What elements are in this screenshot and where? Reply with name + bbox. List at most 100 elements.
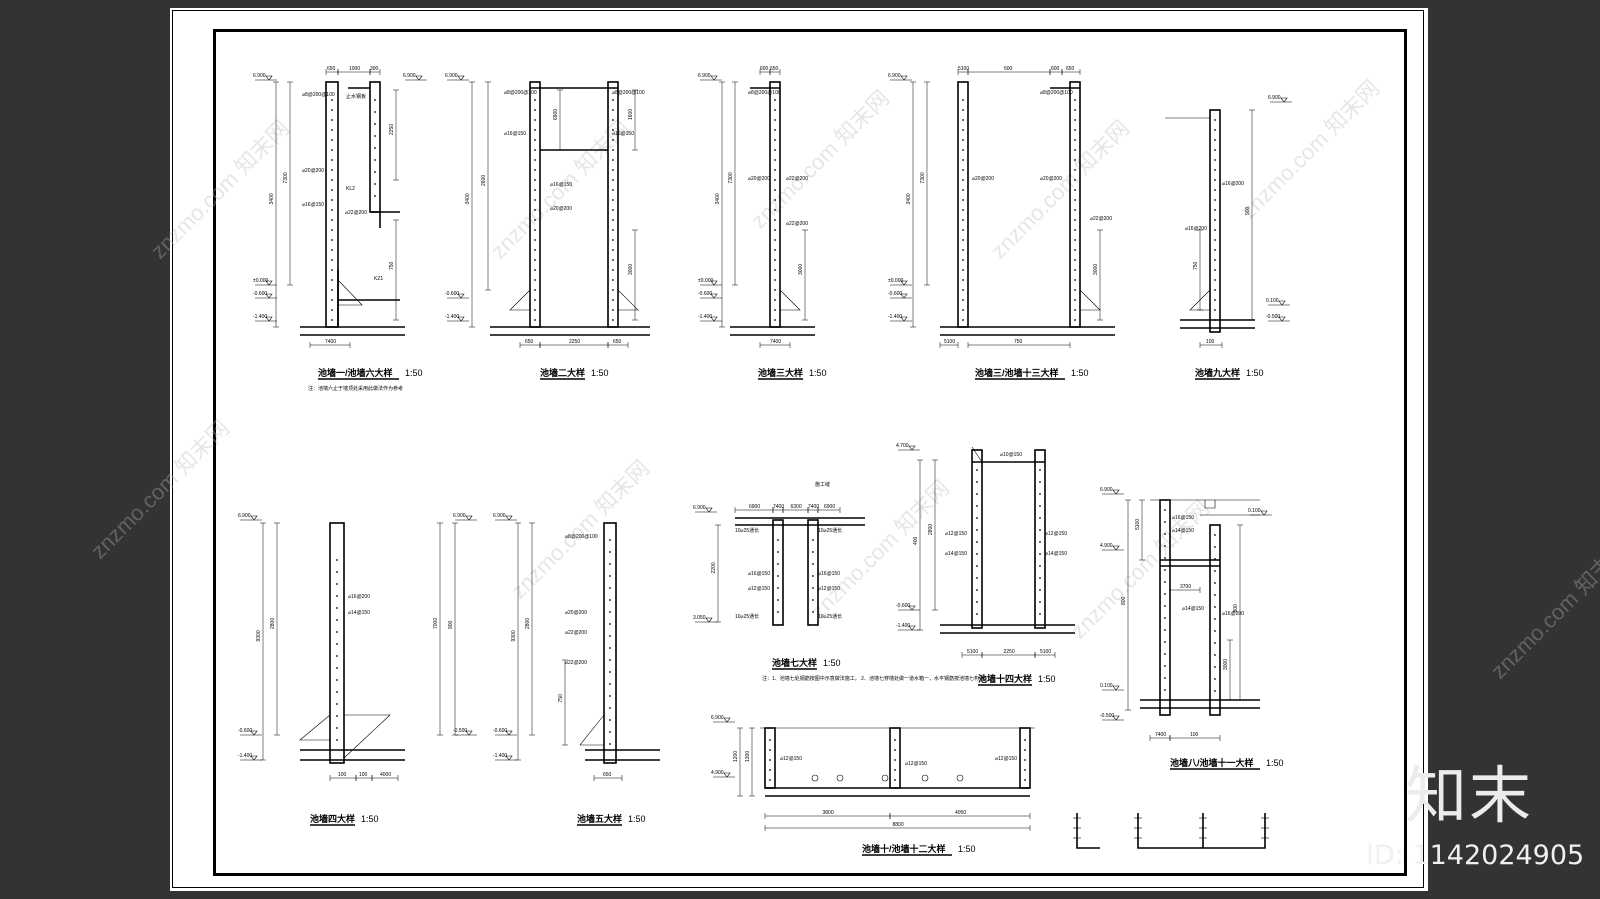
dimension-label: 1600: [628, 109, 634, 120]
rebar-dot: [1074, 319, 1076, 321]
dimension-horizontal: 5100: [939, 339, 959, 348]
elevation-label: -0.600: [238, 728, 252, 734]
rebar-dot: [374, 147, 376, 149]
rebar-dot: [612, 289, 614, 291]
rebar-dot: [336, 727, 338, 729]
elevation-label: -0.600: [493, 728, 507, 734]
elevation-marker: -0.600: [253, 291, 277, 299]
elevation-triangle: [1260, 510, 1268, 516]
rebar-dot: [1214, 654, 1216, 656]
rebar-dot: [1024, 739, 1026, 741]
cad-outline: [807, 519, 819, 626]
cad-outline: [1019, 727, 1031, 789]
rebar-dot: [1164, 653, 1166, 655]
dimension-vertical: 7300: [283, 81, 293, 286]
annotation-text: ⌀8@200@100: [612, 90, 645, 96]
elevation-marker: -1.400: [238, 753, 262, 761]
elevation-label: 4.900: [711, 770, 724, 776]
rebar-dot: [976, 541, 978, 543]
elevation-marker: -1.400: [445, 314, 469, 322]
dimension-vertical: 2800: [270, 522, 280, 736]
rebar-dot: [1164, 581, 1166, 583]
rebar-dot: [331, 239, 333, 241]
haunch: [343, 714, 391, 759]
rebar-dot: [331, 109, 333, 111]
dimension-label: 7300: [920, 172, 926, 183]
rebar-dot: [331, 269, 333, 271]
rebar-dot: [1214, 309, 1216, 311]
elevation-triangle: [705, 617, 713, 623]
rebar-dot: [976, 565, 978, 567]
section-callout: [881, 774, 889, 782]
dimension-label: 100: [359, 772, 368, 778]
rebar-dot: [962, 219, 964, 221]
dimension-label: 750: [389, 261, 395, 270]
dimension-vertical: 2800: [928, 459, 938, 611]
dimension-horizontal: 100: [1169, 732, 1221, 741]
detail-title: 池墙八/池墙十一大样: [1170, 757, 1254, 768]
rebar-dot: [1214, 299, 1216, 301]
elevation-marker: 6.900: [453, 513, 477, 521]
annotation-text: ⌀12@150: [905, 761, 927, 767]
dimension-vertical: 3000: [1093, 229, 1103, 321]
rebar-dot: [976, 481, 978, 483]
rebar-dot: [336, 691, 338, 693]
dimension-label: 800: [1233, 604, 1239, 613]
rebar-dot: [1024, 759, 1026, 761]
cad-outline: [329, 522, 345, 764]
rebar-dot: [812, 611, 814, 613]
elevation-marker: 0.100: [1266, 298, 1290, 306]
cad-outline: [889, 727, 901, 789]
elevation-triangle: [1112, 489, 1120, 495]
dimension-label: 7400: [773, 504, 784, 510]
elevation-triangle: [908, 445, 916, 451]
rebar-dot: [612, 279, 614, 281]
dimension-vertical: 800: [1233, 524, 1243, 701]
rebar-dot: [1024, 779, 1026, 781]
haunch: [617, 289, 639, 311]
rebar-dot: [534, 289, 536, 291]
dimension-vertical: 900: [448, 522, 458, 736]
rebar-dot: [1214, 606, 1216, 608]
annotation-text: ⌀12@150: [818, 586, 840, 592]
dimension-horizontal: 7400: [772, 504, 784, 513]
annotation-text: ⌀16@150: [504, 131, 526, 137]
dimension-label: 650: [1066, 66, 1075, 72]
rebar-dot: [1214, 279, 1216, 281]
rebar-dot: [1164, 569, 1166, 571]
rebar-dot: [1164, 533, 1166, 535]
annotation-text: ⌀20@200: [748, 176, 770, 182]
section-callout: [811, 774, 819, 782]
rebar-dot: [612, 119, 614, 121]
rebar-dot: [777, 611, 779, 613]
elevation-triangle: [710, 75, 718, 81]
rebar-dot: [962, 319, 964, 321]
annotation-text: ⌀14@150: [1182, 606, 1204, 612]
elevation-label: -0.500: [1266, 314, 1280, 320]
annotation-text: ⌀12@150: [748, 586, 770, 592]
dimension-label: 9300: [511, 630, 517, 641]
rebar-dot: [774, 139, 776, 141]
elevation-triangle: [457, 293, 465, 299]
annotation-text: ⌀20@200: [565, 610, 587, 616]
rebar-dot: [609, 563, 611, 565]
rebar-dot: [1074, 139, 1076, 141]
rebar-dot: [1164, 629, 1166, 631]
rebar-dot: [962, 169, 964, 171]
dimension-horizontal: 6300: [782, 504, 809, 513]
elevation-label: 4.700: [896, 443, 909, 449]
rebar-dot: [534, 189, 536, 191]
annotation-text: ⌀22@200: [565, 660, 587, 666]
elevation-marker: -0.600: [698, 291, 722, 299]
rebar-dot: [1074, 219, 1076, 221]
dimension-label: 3000: [798, 264, 804, 275]
dimension-label: 2200: [711, 562, 717, 573]
rebar-dot: [1039, 613, 1041, 615]
elevation-triangle: [908, 605, 916, 611]
rebar-dot: [612, 299, 614, 301]
rebar-dot: [962, 189, 964, 191]
rebar-dot: [962, 229, 964, 231]
dimension-horizontal: 5100: [957, 66, 969, 75]
haunch: [337, 279, 363, 306]
